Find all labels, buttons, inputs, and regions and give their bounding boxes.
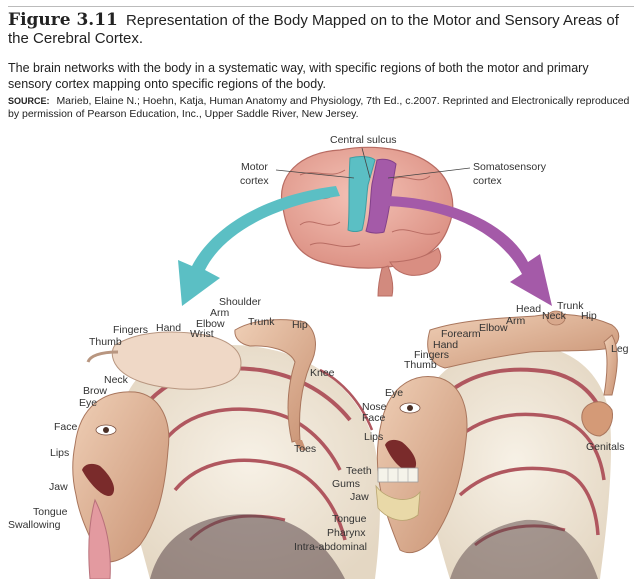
sensory-label-lips: Lips [364,431,383,443]
motor-label-face: Face [54,421,78,433]
sensory-label-nose: Nose [362,401,387,413]
figure-description: The brain networks with the body in a sy… [8,61,589,91]
sensory-label-face: Face [362,412,386,424]
figure-title: Figure 3.11 Representation of the Body M… [8,11,634,48]
motor-arrow [178,186,340,306]
sensory-arrow [386,196,552,306]
sensory-label-leg: Leg [611,343,629,355]
figure-number: Figure 3.11 [8,10,118,30]
motor-label-line1: Motor [241,161,268,173]
sensory-label-intra-abdominal: Intra-abdominal [294,541,367,553]
brain-label-group: Central sulcus Motor cortex Somatosensor… [240,134,547,187]
somatosensory-label-line1: Somatosensory [473,161,547,173]
sensory-label-head: Head [516,303,541,315]
sensory-label-pharynx: Pharynx [327,527,366,539]
motor-label-tongue: Tongue [33,506,68,518]
sensory-label-fingers: Fingers [414,349,449,361]
motor-label-lips: Lips [50,447,69,459]
sensory-label-thumb: Thumb [404,359,437,371]
motor-label-thumb: Thumb [89,336,122,348]
sensory-label-genitals: Genitals [586,441,625,453]
sensory-label-gums: Gums [332,478,360,490]
sensory-label-tongue: Tongue [332,513,367,525]
central-sulcus-label: Central sulcus [330,134,397,146]
motor-label-eye: Eye [79,397,97,409]
brain-pointers [275,147,471,179]
motor-label-group: Shoulder Arm Elbow Wrist Hand Fingers Th… [8,296,335,531]
sensory-label-trunk: Trunk [557,300,584,312]
motor-cortex-strip [347,156,376,232]
sensory-label-hip: Hip [581,310,597,322]
sensory-label-elbow: Elbow [479,322,508,334]
top-rule [8,6,634,7]
motor-label-wrist: Wrist [190,328,214,340]
figure-title-text: Representation of the Body Mapped on to … [8,12,619,47]
sensory-label-neck: Neck [542,310,567,322]
genitals-icon [581,401,613,437]
motor-label-toes: Toes [294,443,316,455]
motor-label-trunk: Trunk [248,316,275,328]
sensory-label-group: Head Trunk Neck Hip Arm Elbow Forearm Ha… [294,300,629,553]
motor-label-line2: cortex [240,175,269,187]
motor-label-hand: Hand [156,322,181,334]
motor-label-arm: Arm [210,307,230,319]
motor-section [72,319,381,579]
motor-label-hip: Hip [292,319,308,331]
somatosensory-label-line2: cortex [473,175,502,187]
source-text: Marieb, Elaine N.; Hoehn, Katja, Human A… [8,95,630,120]
sensory-section [375,310,620,579]
sensory-label-hand: Hand [433,339,458,351]
motor-label-shoulder: Shoulder [219,296,262,308]
sensory-label-arm: Arm [506,315,526,327]
sensory-label-teeth: Teeth [346,465,372,477]
motor-label-elbow: Elbow [196,318,225,330]
sensory-label-eye: Eye [385,387,403,399]
source-label: SOURCE: [8,96,50,106]
motor-label-swallowing: Swallowing [8,519,61,531]
figure-source: SOURCE: Marieb, Elaine N.; Hoehn, Katja,… [8,95,634,121]
motor-label-fingers: Fingers [113,324,148,336]
brain [281,146,454,297]
motor-label-jaw: Jaw [49,481,68,493]
sensory-label-forearm: Forearm [441,328,481,340]
motor-label-knee: Knee [310,367,335,379]
motor-label-neck: Neck [104,374,129,386]
sensory-label-jaw: Jaw [350,491,369,503]
motor-label-brow: Brow [83,385,107,397]
